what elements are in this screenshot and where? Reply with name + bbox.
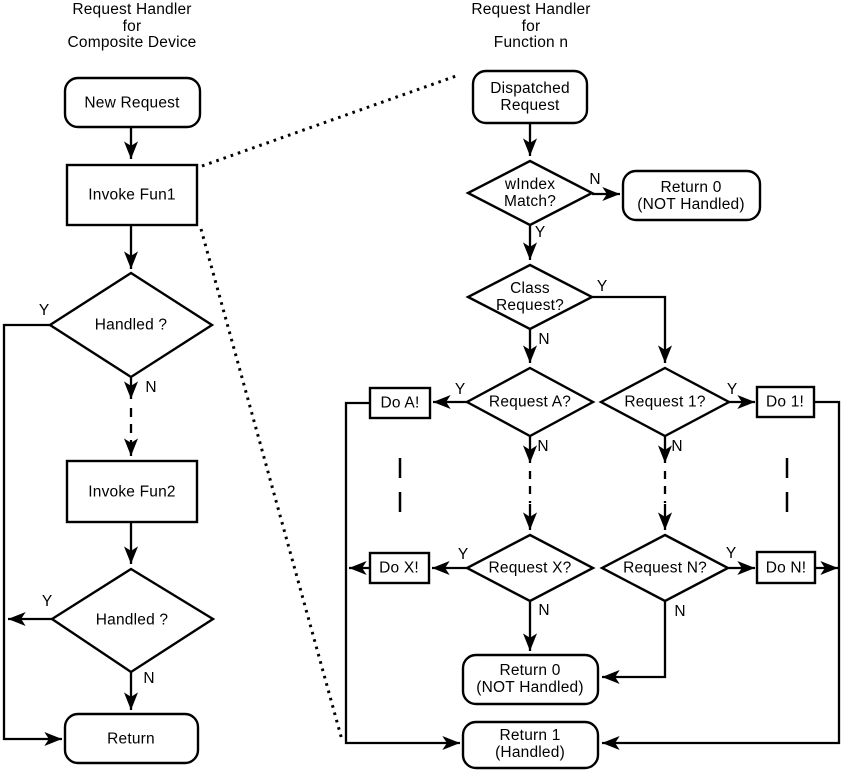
handled2-diamond bbox=[49, 567, 216, 674]
handled2-no-label: N bbox=[143, 670, 155, 687]
class-yes-label: Y bbox=[596, 278, 608, 295]
left-diagram-title: Request Handler for Composite Device bbox=[67, 1, 197, 51]
do-x-label: Do X! bbox=[379, 559, 419, 577]
right-diagram-title: Request Handler for Function n bbox=[471, 1, 591, 51]
do-n-label: Do N! bbox=[765, 559, 807, 577]
windex-no-label: N bbox=[589, 171, 601, 188]
request-1-diamond bbox=[598, 366, 732, 438]
class-request-label: Class Request? bbox=[496, 280, 564, 314]
edge-doa-to-return1 bbox=[344, 401, 460, 751]
return0-top-label: Return 0 (NOT Handled) bbox=[637, 179, 745, 213]
return1-label: Return 1 (Handled) bbox=[495, 727, 565, 761]
invoke-fun1-shape bbox=[65, 163, 199, 227]
return-shape bbox=[63, 712, 200, 765]
return0-top-shape bbox=[621, 169, 762, 222]
request-a-label: Request A? bbox=[488, 393, 572, 411]
return0-bottom-shape bbox=[461, 653, 600, 706]
do-n-shape bbox=[755, 550, 817, 585]
handled2-yes-label: Y bbox=[41, 593, 53, 610]
request-1-yes-label: Y bbox=[726, 381, 738, 398]
dispatched-request-shape bbox=[471, 69, 589, 125]
request-x-yes-label: Y bbox=[457, 546, 469, 563]
request-n-label: Request N? bbox=[623, 559, 707, 577]
request-1-label: Request 1? bbox=[624, 393, 706, 411]
request-a-no-label: N bbox=[537, 438, 549, 455]
handled1-diamond bbox=[47, 271, 215, 379]
class-no-label: N bbox=[538, 331, 550, 348]
windex-yes-label: Y bbox=[534, 224, 546, 241]
edge-do1-to-return1 bbox=[602, 400, 841, 751]
handled1-label: Handled ? bbox=[94, 316, 168, 334]
do-a-shape bbox=[368, 386, 432, 420]
new-request-shape bbox=[63, 76, 202, 129]
handled2-label: Handled ? bbox=[95, 611, 169, 629]
invoke-fun2-label: Invoke Fun2 bbox=[88, 483, 176, 501]
ellipsis-marks bbox=[398, 458, 789, 512]
windex-match-label: wIndex Match? bbox=[503, 176, 557, 210]
return-label: Return bbox=[107, 730, 155, 748]
request-1-no-label: N bbox=[671, 438, 683, 455]
zoom-link-upper-dotted-line bbox=[201, 74, 457, 168]
class-request-diamond bbox=[465, 263, 595, 331]
request-n-no-label: N bbox=[674, 603, 686, 620]
edge-requestn-no-to-return0 bbox=[602, 601, 667, 685]
windex-match-diamond bbox=[465, 159, 595, 227]
zoom-link-lower-dotted-line bbox=[199, 228, 344, 741]
request-x-diamond bbox=[464, 533, 596, 603]
handled1-yes-label: Y bbox=[38, 302, 50, 319]
request-x-label: Request X? bbox=[488, 559, 572, 577]
request-a-yes-label: Y bbox=[454, 381, 466, 398]
new-request-label: New Request bbox=[84, 94, 180, 112]
request-a-diamond bbox=[464, 366, 596, 438]
edge-class-yes-to-request1 bbox=[592, 295, 673, 363]
edge-handled1-yes-to-return bbox=[2, 323, 62, 747]
invoke-fun1-label: Invoke Fun1 bbox=[88, 186, 176, 204]
do-a-label: Do A! bbox=[380, 394, 420, 412]
dispatched-request-label: Dispatched Request bbox=[490, 80, 570, 114]
handled1-no-label: N bbox=[145, 379, 157, 396]
do-x-shape bbox=[368, 551, 431, 585]
invoke-fun2-shape bbox=[65, 459, 199, 524]
request-x-no-label: N bbox=[538, 602, 550, 619]
return0-bottom-label: Return 0 (NOT Handled) bbox=[476, 662, 584, 696]
request-n-diamond bbox=[599, 533, 731, 603]
do-1-shape bbox=[755, 385, 816, 419]
request-n-yes-label: Y bbox=[725, 545, 737, 562]
do-1-label: Do 1! bbox=[765, 393, 805, 411]
return1-shape bbox=[461, 720, 600, 770]
